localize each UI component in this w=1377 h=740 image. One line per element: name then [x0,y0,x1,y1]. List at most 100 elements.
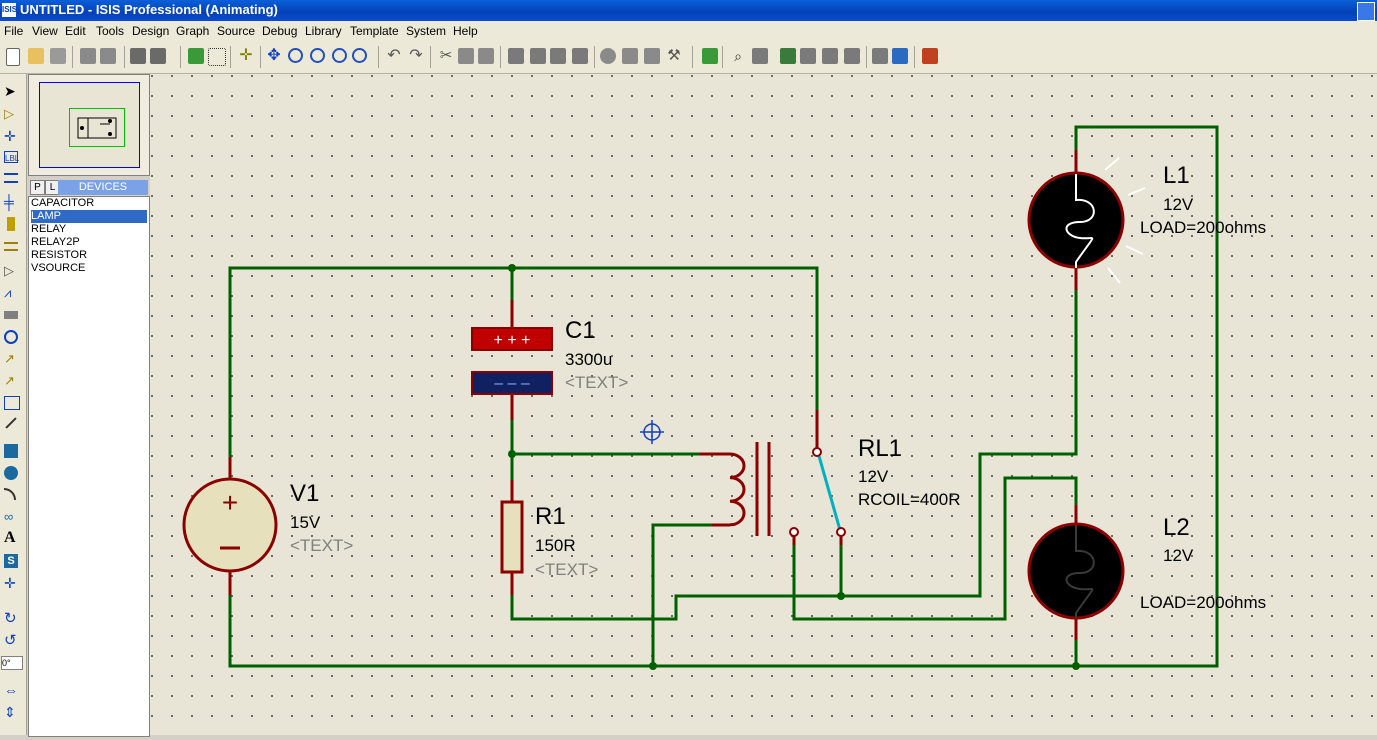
undo-icon[interactable]: ↶ [387,47,401,64]
zoom-out-icon[interactable] [310,48,325,63]
print-area-icon[interactable] [150,48,166,64]
bill-of-materials-icon[interactable] [872,48,888,64]
menu-system[interactable]: System [406,24,447,38]
copy-icon[interactable] [458,48,474,64]
junction-dot-icon[interactable]: ✛ [4,128,16,144]
v1-component[interactable]: + V1 15V <TEXT> [182,457,353,595]
graph-icon[interactable]: ⩘ [4,285,12,300]
symbol-tool-icon[interactable]: S [4,554,18,568]
wire-l1-return[interactable] [510,290,1078,621]
block-copy-icon[interactable] [508,48,524,64]
packaging-tool-icon[interactable] [644,48,660,64]
marker-tool-icon[interactable]: ✛ [4,575,16,591]
menu-template[interactable]: Template [350,24,399,38]
current-probe-icon[interactable]: ↗ [4,373,15,388]
cut-icon[interactable]: ✂ [439,47,453,64]
import-icon[interactable] [80,48,96,64]
device-item-relay2p[interactable]: RELAY2P [31,236,80,248]
text-script-icon[interactable] [4,173,18,183]
menu-debug[interactable]: Debug [262,24,298,38]
print-icon[interactable] [130,48,146,64]
wire-l2-return[interactable] [792,476,1078,621]
rl1-component[interactable]: RL1 12V RCOIL=400R [700,410,961,545]
box-tool-icon[interactable] [4,444,18,458]
mirror-horizontal-icon[interactable]: ⇔ [4,682,18,698]
menu-view[interactable]: View [32,24,58,38]
device-item-vsource[interactable]: VSOURCE [31,262,86,274]
generator-icon[interactable] [4,330,18,344]
selection-mode-icon[interactable]: ➤ [4,83,16,99]
device-pin-icon[interactable]: ▷ [4,263,14,278]
search-icon[interactable]: ⌕ [734,48,742,64]
wire-autorouter-icon[interactable] [702,48,718,64]
tape-recorder-icon[interactable] [4,311,18,319]
remove-sheet-icon[interactable] [800,48,816,64]
paste-icon[interactable] [478,48,494,64]
device-item-capacitor[interactable]: CAPACITOR [31,197,95,209]
overview-window[interactable] [28,74,150,176]
arc-tool-icon[interactable] [4,488,16,500]
menu-edit[interactable]: Edit [65,24,86,38]
rotation-angle-field[interactable]: 0° [1,656,23,670]
menu-tools[interactable]: Tools [96,24,125,38]
device-item-lamp[interactable]: LAMP [31,210,147,223]
rotate-clockwise-icon[interactable]: ↻ [4,610,17,627]
overview-viewport[interactable] [69,108,125,147]
path-tool-icon[interactable]: ∞ [4,509,14,524]
virtual-instrument-icon[interactable] [4,396,20,410]
menu-source[interactable]: Source [217,24,256,38]
menu-help[interactable]: Help [453,24,478,38]
redo-icon[interactable]: ↷ [409,47,423,64]
decompose-icon[interactable]: ⚒ [667,47,681,64]
r1-component[interactable]: R1 150R <TEXT> [500,480,598,595]
window-control-button[interactable] [1357,2,1375,21]
device-list[interactable]: CAPACITOR LAMP RELAY RELAY2P RESISTOR VS… [28,196,150,737]
block-delete-icon[interactable] [572,48,588,64]
circle-tool-icon[interactable] [4,466,18,480]
zoom-in-icon[interactable] [288,48,303,63]
menu-design[interactable]: Design [132,24,170,38]
open-folder-icon[interactable] [28,48,44,64]
netlist-icon[interactable] [844,48,860,64]
voltage-probe-icon[interactable]: ↗ [4,351,15,366]
wire-top[interactable] [228,266,819,480]
menu-library[interactable]: Library [305,24,342,38]
device-item-relay[interactable]: RELAY [31,223,67,235]
new-file-icon[interactable] [6,48,20,66]
property-assignment-icon[interactable] [752,48,768,64]
origin-icon[interactable]: ✛ [239,47,253,64]
component-mode-icon[interactable]: ▷ [4,106,14,121]
c1-component[interactable]: + + + – – – C1 3300u <TEXT> [471,300,628,420]
pick-device-icon[interactable] [600,48,616,64]
save-icon[interactable] [50,48,66,64]
bus-icon[interactable]: ╪ [4,194,14,210]
grid-icon[interactable] [208,48,226,66]
l1-component[interactable]: L1 12V LOAD=200ohms [1027,150,1266,290]
make-device-icon[interactable] [622,48,638,64]
device-item-resistor[interactable]: RESISTOR [31,249,88,261]
menu-graph[interactable]: Graph [176,24,210,38]
l2-component[interactable]: L2 12V LOAD=200ohms [1027,505,1266,640]
block-rotate-icon[interactable] [550,48,566,64]
mirror-vertical-icon[interactable]: ⇕ [4,704,16,720]
voltage-source-symbol[interactable] [182,477,278,573]
wire-ground[interactable] [228,125,1219,668]
menu-file[interactable]: File [4,24,24,38]
electrical-rules-check-icon[interactable] [892,48,908,64]
zoom-area-icon[interactable] [352,48,367,63]
wire-label-icon[interactable]: LBL [4,151,19,163]
rotate-anticlockwise-icon[interactable]: ↺ [4,632,17,649]
block-move-icon[interactable] [530,48,546,64]
ares-icon[interactable] [922,48,938,64]
refresh-icon[interactable] [188,48,204,64]
pan-icon[interactable]: ✥ [267,47,281,64]
exit-to-parent-icon[interactable] [822,48,838,64]
new-sheet-icon[interactable] [780,48,796,64]
text-tool-icon[interactable]: A [4,529,16,546]
wire-coil-bottom[interactable] [651,523,712,666]
zoom-all-icon[interactable] [332,48,347,63]
subcircuit-icon[interactable] [7,217,15,231]
line-tool-icon[interactable] [5,417,17,429]
resistor-body[interactable] [500,500,524,574]
pick-devices-button[interactable]: P [30,180,45,195]
